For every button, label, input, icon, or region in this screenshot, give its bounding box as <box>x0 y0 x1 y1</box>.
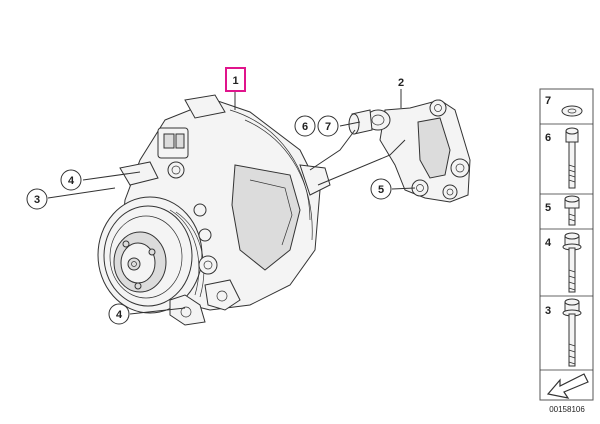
arrow-down-left-icon[interactable] <box>546 373 589 399</box>
callout-6-label: 6 <box>302 121 308 133</box>
callout-3-label: 3 <box>34 194 40 206</box>
callout-2-label: 2 <box>398 77 404 89</box>
callout-6[interactable]: 6 <box>294 115 316 137</box>
hardware-label-6: 6 <box>545 132 551 144</box>
callout-1[interactable]: 1 <box>225 67 246 92</box>
mounting-bracket[interactable] <box>348 99 471 203</box>
hardware-item-bolt-5[interactable]: 5 <box>545 195 580 226</box>
callout-2[interactable]: 2 <box>398 77 404 89</box>
hardware-item-bolt-3[interactable]: 3 <box>545 298 582 367</box>
callout-7[interactable]: 7 <box>317 115 339 137</box>
callout-4-lower[interactable]: 4 <box>108 303 130 325</box>
leader-lines <box>47 89 416 315</box>
drawing-number: 00158106 <box>549 405 585 414</box>
hardware-label-3: 3 <box>545 305 551 317</box>
hardware-item-washer[interactable]: 7 <box>545 95 583 117</box>
callout-1-label: 1 <box>232 75 238 87</box>
hardware-label-4: 4 <box>545 237 552 249</box>
ac-compressor[interactable] <box>97 94 331 326</box>
callout-5[interactable]: 5 <box>370 178 392 200</box>
callout-7-label: 7 <box>325 121 331 133</box>
hardware-label-7: 7 <box>545 95 551 107</box>
hardware-item-bolt-4[interactable]: 4 <box>545 232 582 293</box>
hardware-label-5: 5 <box>545 202 551 214</box>
callout-5-label: 5 <box>378 184 384 196</box>
callout-3[interactable]: 3 <box>26 188 48 210</box>
callout-4-upper-label: 4 <box>68 175 75 187</box>
callout-4-upper[interactable]: 4 <box>60 169 82 191</box>
callout-4-lower-label: 4 <box>116 309 123 321</box>
hardware-panel: 7 6 5 4 <box>539 88 594 401</box>
hardware-item-bolt-6[interactable]: 6 <box>545 127 579 189</box>
